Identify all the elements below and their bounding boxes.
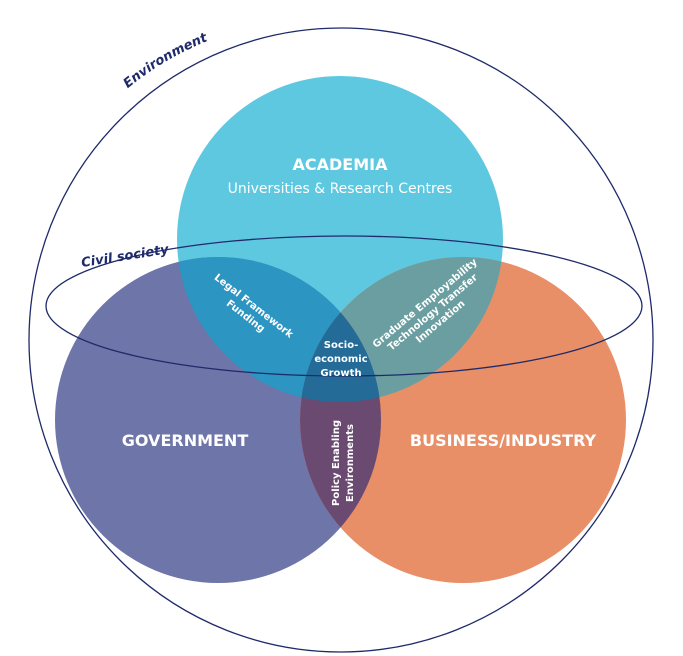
academia-title: ACADEMIA — [293, 155, 389, 174]
civil-society-label: Civil society — [80, 242, 170, 271]
center-text: Socio- economic Growth — [314, 340, 367, 379]
government-label: GOVERNMENT — [122, 431, 249, 450]
civil-society-ellipse — [45, 235, 643, 377]
svg-text:Policy Enabling: Policy Enabling — [331, 420, 342, 506]
business-label: BUSINESS/INDUSTRY — [410, 431, 597, 450]
svg-text:Growth: Growth — [320, 368, 361, 379]
academia-subtitle: Universities & Research Centres — [228, 181, 453, 197]
environment-sphere — [28, 27, 654, 653]
academia-business-overlap — [300, 257, 503, 402]
gov-business-text: Policy Enabling Environments — [331, 420, 356, 506]
svg-text:Environments: Environments — [345, 424, 356, 502]
svg-text:Socio-: Socio- — [324, 340, 358, 351]
svg-text:economic: economic — [314, 354, 367, 365]
gov-academia-overlap — [177, 257, 381, 402]
